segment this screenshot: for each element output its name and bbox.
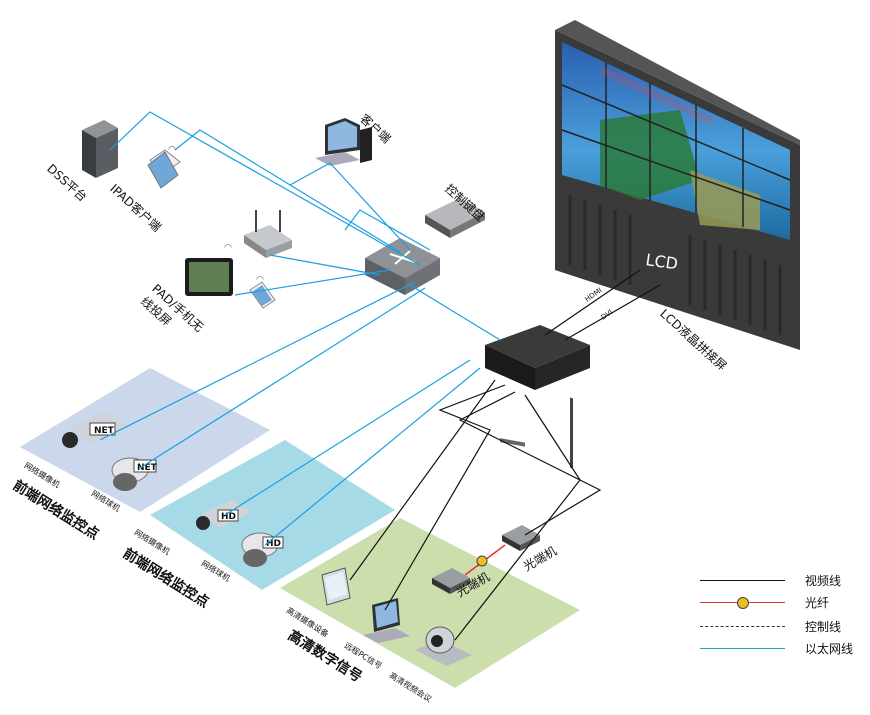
conference-camera xyxy=(415,626,472,666)
network-switch xyxy=(365,238,440,295)
legend-item-control: 控制线 xyxy=(700,616,865,636)
video-lines xyxy=(349,269,661,641)
dss-server xyxy=(82,120,118,178)
svg-text:HD: HD xyxy=(266,539,281,549)
matrix-box xyxy=(485,325,590,447)
ipad-device xyxy=(147,149,181,189)
dvi-label: DVI xyxy=(600,308,615,322)
control-keyboard xyxy=(425,198,485,238)
fiber-connector-icon xyxy=(737,597,749,609)
wifi-router xyxy=(244,210,292,258)
legend-label: 视频线 xyxy=(805,574,842,588)
wifi-icon: ◠ xyxy=(256,275,264,285)
wifi-icon: ◠ xyxy=(168,145,176,155)
svg-text:NET: NET xyxy=(94,426,115,436)
legend-item-video: 视频线 xyxy=(700,570,865,590)
fiber-line xyxy=(464,544,506,576)
ethernet-lines xyxy=(99,111,501,546)
legend: 视频线 光纤 控制线 以太网线 xyxy=(700,570,865,660)
legend-label: 光纤 xyxy=(805,596,830,610)
hd-signal-zone-plane xyxy=(280,518,580,688)
legend-item-ethernet: 以太网线 xyxy=(700,638,865,658)
remote-pc-device xyxy=(363,598,410,643)
net-dome-camera: NET xyxy=(111,457,158,491)
lcd-logo: LCD xyxy=(644,250,679,273)
fiber-transceiver-1 xyxy=(432,568,470,594)
pad-device xyxy=(185,258,233,296)
svg-text:NET: NET xyxy=(137,463,158,473)
svg-text:HD: HD xyxy=(221,512,236,522)
fiber-transceiver-2 xyxy=(502,525,540,551)
net-zone-plane xyxy=(20,368,270,512)
legend-label: 控制线 xyxy=(805,620,842,634)
legend-item-fiber: 光纤 xyxy=(700,592,865,612)
client-pc xyxy=(315,118,372,166)
hd-zone-plane xyxy=(150,440,395,590)
phone-device xyxy=(249,281,276,309)
hd-dome-camera: HD xyxy=(241,532,284,567)
hd-monitor-device xyxy=(321,567,351,606)
net-bullet-camera: NET xyxy=(62,412,128,448)
wifi-icon: ◠ xyxy=(224,243,232,253)
legend-label: 以太网线 xyxy=(805,642,854,656)
hdmi-label: HDMI xyxy=(584,286,604,303)
lcd-wall: ░░░░░░░░░░░░░░░░░░░░░░░ LCD xyxy=(555,20,800,469)
